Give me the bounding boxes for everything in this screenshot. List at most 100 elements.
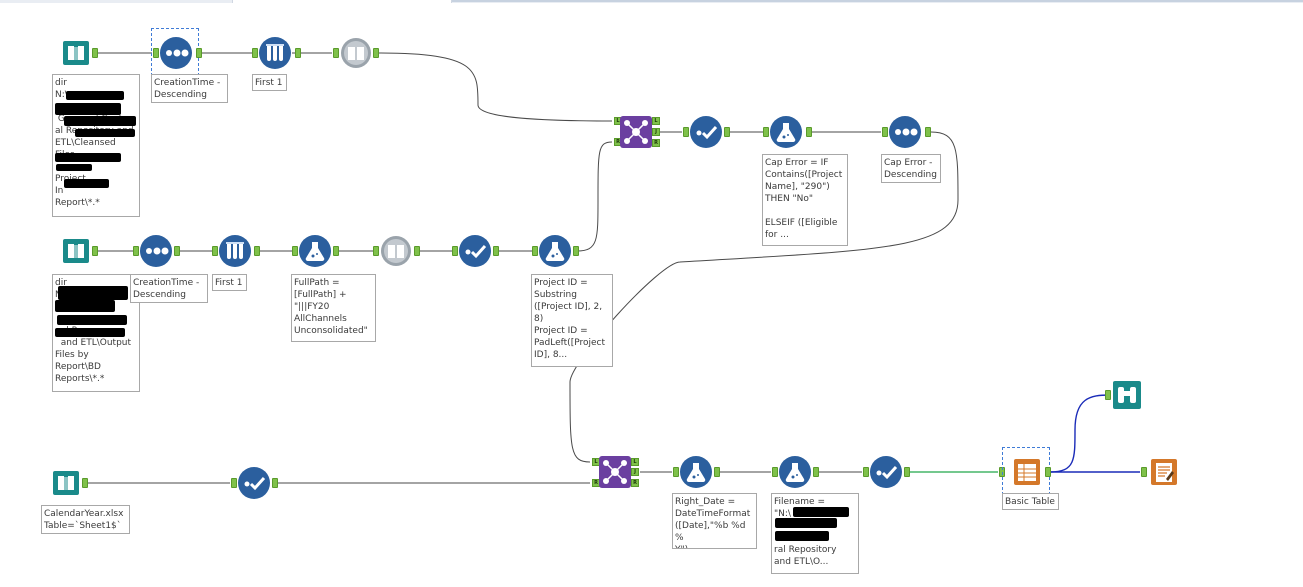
sort-tool-1[interactable] (151, 28, 199, 76)
test-tubes-icon (226, 242, 244, 259)
sample-tool-2[interactable] (219, 235, 251, 267)
output-anchor[interactable] (92, 48, 98, 58)
sort3-annotation: Cap Error - Descending (881, 154, 941, 183)
checkmark-icon (465, 244, 487, 259)
select-tool-3[interactable] (238, 467, 270, 499)
redaction (55, 328, 125, 337)
input-anchor[interactable] (882, 127, 888, 137)
input-anchor[interactable] (452, 246, 458, 256)
input-anchor[interactable] (683, 127, 689, 137)
formula-tool-caperror[interactable] (770, 116, 802, 148)
output-anchor[interactable] (92, 246, 98, 256)
wire-table-browse (1049, 394, 1111, 473)
formula-tool-filename[interactable] (779, 456, 811, 488)
formula-tool-rightdate[interactable] (680, 456, 712, 488)
formula-projectid-annotation: Project ID = Substring ([Project ID], 2,… (531, 274, 613, 367)
join-left-output[interactable]: L (631, 458, 639, 466)
redaction (55, 103, 121, 115)
sample-tool-1[interactable] (259, 37, 291, 69)
binoculars-icon (1113, 381, 1141, 409)
input-anchor[interactable] (763, 127, 769, 137)
browse-tool[interactable] (1111, 379, 1143, 411)
join-right-output[interactable]: R (631, 479, 639, 487)
output-anchor[interactable] (806, 127, 812, 137)
output-anchor[interactable] (813, 467, 819, 477)
table-icon (1014, 459, 1040, 485)
unique-tool-1[interactable] (340, 37, 372, 69)
input-anchor[interactable] (231, 478, 237, 488)
input-data-tool-2[interactable] (60, 235, 92, 267)
output-anchor[interactable] (1045, 467, 1051, 477)
wire-unique1-join1 (377, 52, 613, 122)
sort-dots-icon (146, 247, 169, 255)
redaction (775, 531, 829, 541)
output-anchor[interactable] (272, 478, 278, 488)
join-right-output[interactable]: R (652, 139, 660, 147)
input-anchor[interactable] (333, 48, 339, 58)
redaction (55, 300, 115, 312)
active-canvas-tab[interactable] (232, 0, 452, 3)
output-anchor[interactable] (295, 48, 301, 58)
basic-table-annotation: Basic Table (1002, 493, 1059, 510)
input-anchor[interactable] (252, 48, 258, 58)
output-anchor[interactable] (174, 246, 180, 256)
input-anchor[interactable] (212, 246, 218, 256)
gear-book-icon (341, 38, 371, 68)
input-anchor[interactable] (532, 246, 538, 256)
select-tool-4[interactable] (870, 456, 902, 488)
book-icon (53, 471, 79, 495)
checkmark-icon (244, 476, 266, 491)
input-data-tool-3[interactable] (50, 467, 82, 499)
input-anchor[interactable] (673, 467, 679, 477)
input-anchor[interactable] (863, 467, 869, 477)
input-anchor[interactable] (1141, 467, 1147, 477)
sort-tool-2[interactable] (140, 235, 172, 267)
input-anchor[interactable] (1105, 390, 1111, 400)
select-tool-2[interactable] (459, 235, 491, 267)
join-left-output[interactable]: L (652, 117, 660, 125)
unique-tool-2[interactable] (380, 235, 412, 267)
output-anchor[interactable] (904, 467, 910, 477)
input-anchor[interactable] (292, 246, 298, 256)
redaction (75, 129, 135, 137)
join-tool-2[interactable] (599, 456, 631, 488)
formula-rightdate-annotation: Right_Date = DateTimeFormat ([Date],"%b … (672, 493, 757, 549)
output-anchor[interactable] (373, 48, 379, 58)
input-anchor[interactable] (373, 246, 379, 256)
output-anchor[interactable] (925, 127, 931, 137)
join-tool-1[interactable] (620, 116, 652, 148)
join-join-output[interactable]: J (652, 128, 660, 136)
input-data-tool-1[interactable] (60, 37, 92, 69)
redaction (56, 164, 92, 171)
output-anchor[interactable] (196, 48, 202, 58)
output-anchor[interactable] (82, 478, 88, 488)
formula-fullpath-annotation: FullPath = [FullPath] + "|||FY20 AllChan… (291, 274, 376, 342)
redaction (64, 116, 136, 126)
output-anchor[interactable] (573, 246, 579, 256)
book-icon (63, 239, 89, 263)
join-network-icon (603, 460, 627, 484)
output-anchor[interactable] (333, 246, 339, 256)
sort-tool-3[interactable] (889, 116, 921, 148)
wire-formula-projectid-join1 (576, 141, 613, 252)
checkmark-icon (696, 125, 718, 140)
join-network-icon (624, 120, 648, 144)
sort1-annotation: CreationTime - Descending (151, 74, 228, 103)
output-anchor[interactable] (724, 127, 730, 137)
flask-icon (686, 463, 706, 483)
render-tool[interactable] (1148, 456, 1180, 488)
input-anchor[interactable] (772, 467, 778, 477)
output-anchor[interactable] (714, 467, 720, 477)
output-anchor[interactable] (254, 246, 260, 256)
output-anchor[interactable] (493, 246, 499, 256)
select-tool-1[interactable] (690, 116, 722, 148)
input3-annotation: CalendarYear.xlsx Table=`Sheet1$` (41, 505, 130, 534)
redaction (58, 286, 128, 300)
basic-table-tool[interactable] (1002, 447, 1050, 495)
output-anchor[interactable] (414, 246, 420, 256)
formula-tool-fullpath[interactable] (299, 235, 331, 267)
join-join-output[interactable]: J (631, 468, 639, 476)
input-anchor[interactable] (133, 246, 139, 256)
input-anchor[interactable] (153, 48, 159, 58)
formula-tool-projectid[interactable] (539, 235, 571, 267)
